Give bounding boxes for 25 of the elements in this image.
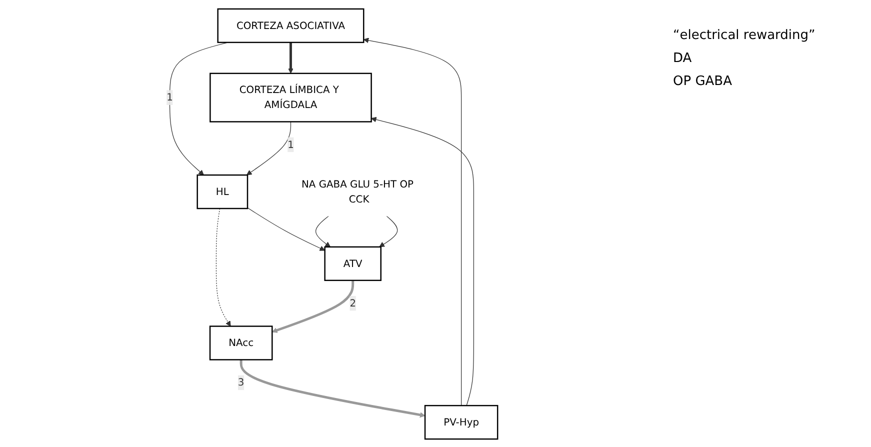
arrow [316,215,331,247]
arrow [170,42,229,175]
edge-label: 3 [238,376,245,388]
arrow [248,206,326,250]
node-text: NA GABA GLU 5-HT OP CCK [302,178,414,204]
edge-label: 1 [166,90,174,103]
edge-label: 2 [350,296,356,308]
node-box: CORTEZA LÍMBICA Y AMÍGDALA [210,72,372,122]
node-box: HL [197,174,249,209]
node-box: CORTEZA ASOCIATIVA [218,8,365,43]
note-label: DA [673,51,693,66]
arrow [246,120,292,175]
arrow [240,359,426,418]
note-label: OP GABA [673,74,733,89]
node-box: PV-Hyp [424,404,499,440]
arrow [364,37,462,406]
node-box: NAcc [210,325,274,360]
arrow [216,208,232,326]
arrow [380,215,398,247]
arrow [272,280,355,332]
note-label: “electrical rewarding” [673,28,816,43]
node-box: ATV [324,246,382,281]
edge-label: 1 [288,138,294,150]
arrow [288,42,294,74]
arrow [371,116,474,406]
